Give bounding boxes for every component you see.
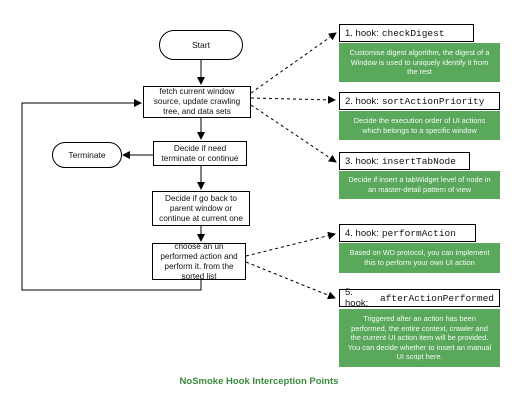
hook-5-name: afterActionPerformed xyxy=(379,292,494,304)
caption-text: Hook Interception Points xyxy=(223,376,339,387)
hook-3-description: Decide if insert a tabWidget level of no… xyxy=(339,171,500,199)
hook-1-description-text: Customise digest algorithm, the digest o… xyxy=(349,48,490,77)
decide-terminate-node: Decide if need terminate or continue xyxy=(153,141,247,166)
choose-action-label: choose an un performed action and perfor… xyxy=(160,241,238,281)
hook-5-title: 5. hook: afterActionPerformed xyxy=(339,287,500,309)
hook-2-description-text: Decide the execution order of UI actions… xyxy=(353,115,486,135)
terminate-node: Terminate xyxy=(52,142,122,168)
hook-3-number: 3. hook: xyxy=(345,155,379,167)
hook-arrow-1 xyxy=(250,32,337,94)
hook-4-number: 4. hook: xyxy=(345,227,379,239)
start-node: Start xyxy=(159,30,243,60)
hook-2-name: sortActionPriority xyxy=(381,95,485,107)
hook-4-description: Based on WD protocol, you can implement … xyxy=(339,243,500,273)
loop-back-line xyxy=(21,99,202,291)
hook-1-number: 1. hook: xyxy=(345,27,379,39)
hook-5-description: Triggered after an action has been perfo… xyxy=(339,309,500,367)
hook-arrow-4 xyxy=(245,231,336,257)
fetch-window-node: fetch current window source, update craw… xyxy=(143,86,251,118)
hook-1-title: 1. hook: checkDigest xyxy=(339,24,474,42)
hook-2-number: 2. hook: xyxy=(345,95,379,107)
terminate-label: Terminate xyxy=(68,150,106,160)
decide-parent-node: Decide if go back to parent window or co… xyxy=(152,191,250,226)
choose-action-node: choose an un performed action and perfor… xyxy=(152,241,246,281)
hook-4-description-text: Based on WD protocol, you can implement … xyxy=(349,248,490,267)
decide-parent-label: Decide if go back to parent window or co… xyxy=(159,193,243,223)
fetch-window-label: fetch current window source, update craw… xyxy=(153,87,241,116)
hook-arrow-3 xyxy=(250,104,337,163)
hook-3-name: insertTabNode xyxy=(381,155,456,167)
decide-terminate-label: Decide if need terminate or continue xyxy=(161,143,239,163)
hook-1-description: Customise digest algorithm, the digest o… xyxy=(339,43,500,82)
hook-4-title: 4. hook: performAction xyxy=(339,224,476,242)
hook-3-description-text: Decide if insert a tabWidget level of no… xyxy=(348,175,491,194)
hook-2-description: Decide the execution order of UI actions… xyxy=(339,111,500,140)
start-label: Start xyxy=(192,40,210,50)
hook-5-description-text: Triggered after an action has been perfo… xyxy=(347,314,492,362)
hook-4-name: performAction xyxy=(381,227,456,239)
hook-arrow-2 xyxy=(250,95,336,104)
caption-brand: NoSmoke xyxy=(179,376,224,387)
hook-5-number: 5. hook: xyxy=(345,287,369,309)
diagram-caption: NoSmoke Hook Interception Points xyxy=(0,376,518,387)
hook-3-title: 3. hook: insertTabNode xyxy=(339,152,470,170)
hook-2-title: 2. hook: sortActionPriority xyxy=(339,92,500,110)
hook-1-name: checkDigest xyxy=(381,27,445,39)
hook-arrow-5 xyxy=(245,261,336,300)
